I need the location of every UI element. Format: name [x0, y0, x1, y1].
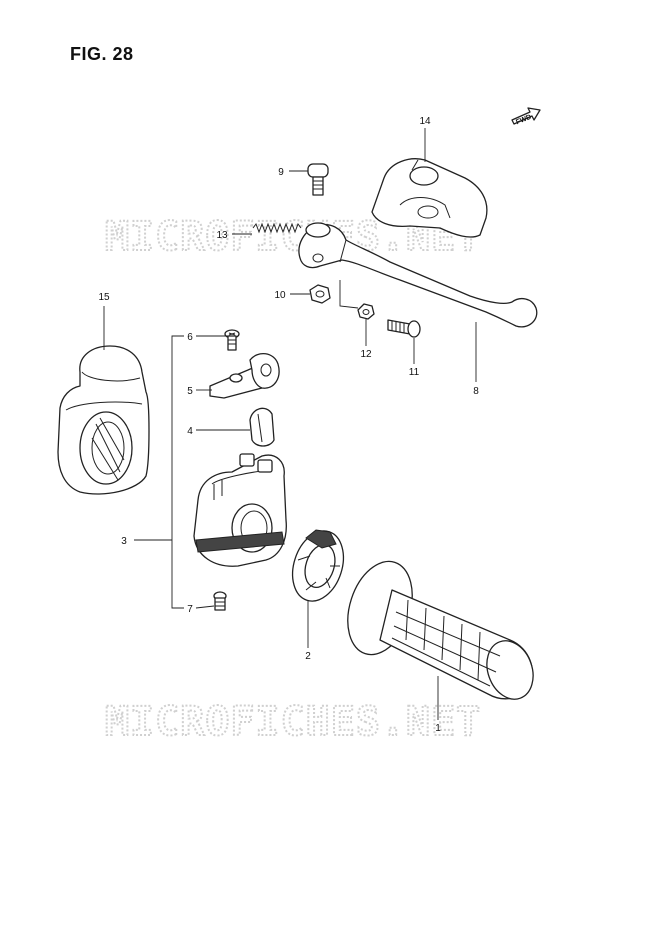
label-part-14: 14	[419, 116, 431, 127]
label-part-7: 7	[187, 604, 193, 615]
label-part-10: 10	[274, 290, 286, 301]
throttle-ring	[291, 529, 345, 602]
handlebar-grip	[347, 560, 534, 700]
lever-nut	[309, 284, 331, 304]
fwd-arrow-icon: FWD	[511, 107, 541, 126]
label-part-5: 5	[187, 386, 193, 397]
return-spring	[252, 222, 302, 234]
label-part-1: 1	[435, 723, 441, 734]
adjuster-screw	[387, 319, 421, 338]
switch-housing	[193, 453, 287, 567]
label-part-3: 3	[121, 536, 127, 547]
label-part-4: 4	[187, 426, 193, 437]
label-part-13: 13	[216, 230, 228, 241]
switch-screw-bottom	[213, 591, 227, 611]
switch-clip	[249, 407, 275, 447]
label-part-11: 11	[409, 367, 420, 378]
label-part-15: 15	[98, 292, 110, 303]
adjuster-nut	[357, 303, 375, 320]
clutch-lever	[298, 222, 538, 328]
pivot-bolt	[307, 163, 329, 196]
label-part-8: 8	[473, 386, 479, 397]
switch-knob	[209, 353, 280, 399]
fwd-label: FWD	[515, 114, 532, 126]
label-part-2: 2	[305, 651, 311, 662]
leader-lines	[103, 128, 477, 720]
lever-cover	[371, 158, 488, 238]
figure-title: FIG. 28	[70, 44, 134, 64]
switch-cover	[57, 345, 150, 495]
label-part-6: 6	[187, 332, 193, 343]
watermark-bottom: MICROFICHES.NET	[105, 699, 481, 745]
label-part-9: 9	[278, 167, 284, 178]
switch-screw-top	[224, 329, 240, 351]
label-part-12: 12	[360, 349, 372, 360]
